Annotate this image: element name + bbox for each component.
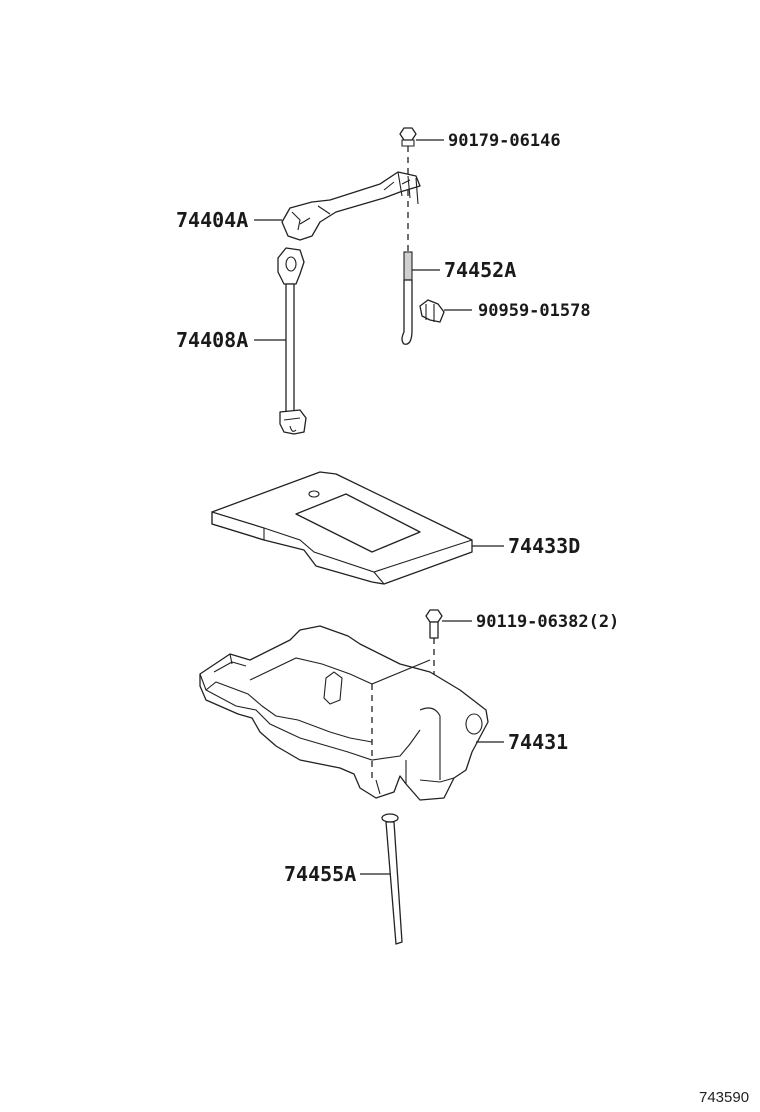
bolt-90179-06146[interactable] [399, 127, 444, 147]
plate-74433D[interactable] [211, 471, 504, 585]
bolt-90119-06382[interactable] [425, 609, 472, 639]
label-74452A[interactable]: 74452A [444, 258, 516, 282]
label-74408A[interactable]: 74408A [176, 328, 248, 352]
label-74433D[interactable]: 74433D [508, 534, 580, 558]
clip-90959-01578[interactable] [419, 299, 472, 323]
label-74431[interactable]: 74431 [508, 730, 568, 754]
bolt-74455A[interactable] [360, 813, 403, 945]
bolt-74452A[interactable] [401, 251, 440, 345]
carrier-74431[interactable] [199, 625, 504, 801]
label-74455A[interactable]: 74455A [284, 862, 356, 886]
label-90119-06382[interactable]: 90119-06382(2) [476, 612, 619, 632]
diagram-id: 743590 [699, 1089, 749, 1106]
label-90959-01578[interactable]: 90959-01578 [478, 301, 591, 321]
label-90179-06146[interactable]: 90179-06146 [448, 131, 561, 151]
label-74404A[interactable]: 74404A [176, 208, 248, 232]
bolt-74408A[interactable] [277, 247, 307, 435]
clamp-74404A[interactable] [281, 171, 421, 241]
